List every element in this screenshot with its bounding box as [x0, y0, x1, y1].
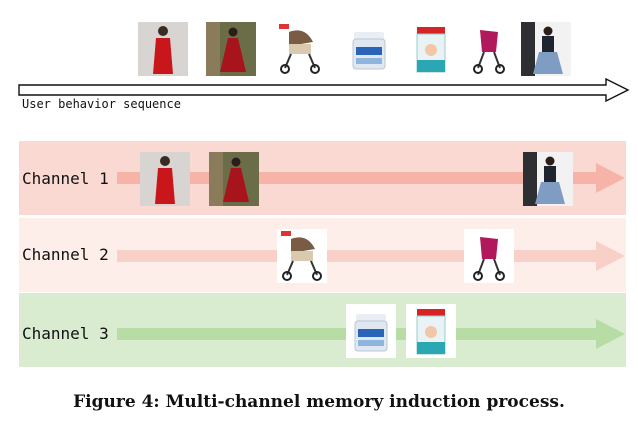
dress-icon — [206, 22, 256, 76]
stroller-icon — [464, 22, 514, 76]
dress-icon — [209, 152, 259, 206]
item-stroller-pink — [464, 22, 514, 76]
channel-1-label: Channel 1 — [22, 169, 109, 188]
channel-2-item-stroller-beige — [277, 229, 327, 283]
channel-3-label: Channel 3 — [22, 324, 109, 343]
dress-icon — [523, 152, 573, 206]
channel-1-item-red-gown — [209, 152, 259, 206]
can-icon — [406, 304, 456, 358]
stroller-icon — [275, 22, 325, 76]
dress-icon — [138, 22, 188, 76]
stroller-icon — [464, 229, 514, 283]
can-icon — [406, 22, 456, 76]
sequence-label: User behavior sequence — [22, 97, 181, 111]
channel-1-item-blue-dress — [523, 152, 573, 206]
item-stroller-beige — [275, 22, 325, 76]
channel-1-item-red-dress — [140, 152, 190, 206]
item-red-gown-woman — [206, 22, 256, 76]
stroller-icon — [277, 229, 327, 283]
can-icon — [346, 304, 396, 358]
channel-3-arrow — [19, 293, 626, 367]
item-milk-powder-can-white — [344, 22, 394, 76]
channel-3-band — [19, 293, 626, 367]
channel-2-label: Channel 2 — [22, 245, 109, 264]
channel-3-item-milk-powder-teal — [406, 304, 456, 358]
item-red-dress-woman — [138, 22, 188, 76]
figure-caption: Figure 4: Multi-channel memory induction… — [73, 392, 565, 412]
item-milk-powder-can-teal — [406, 22, 456, 76]
channel-2-item-stroller-pink — [464, 229, 514, 283]
dress-icon — [140, 152, 190, 206]
dress-icon — [521, 22, 571, 76]
can-icon — [344, 22, 394, 76]
item-blue-dress-woman — [521, 22, 571, 76]
sequence-arrow — [18, 78, 630, 103]
channel-3-item-milk-powder-white — [346, 304, 396, 358]
